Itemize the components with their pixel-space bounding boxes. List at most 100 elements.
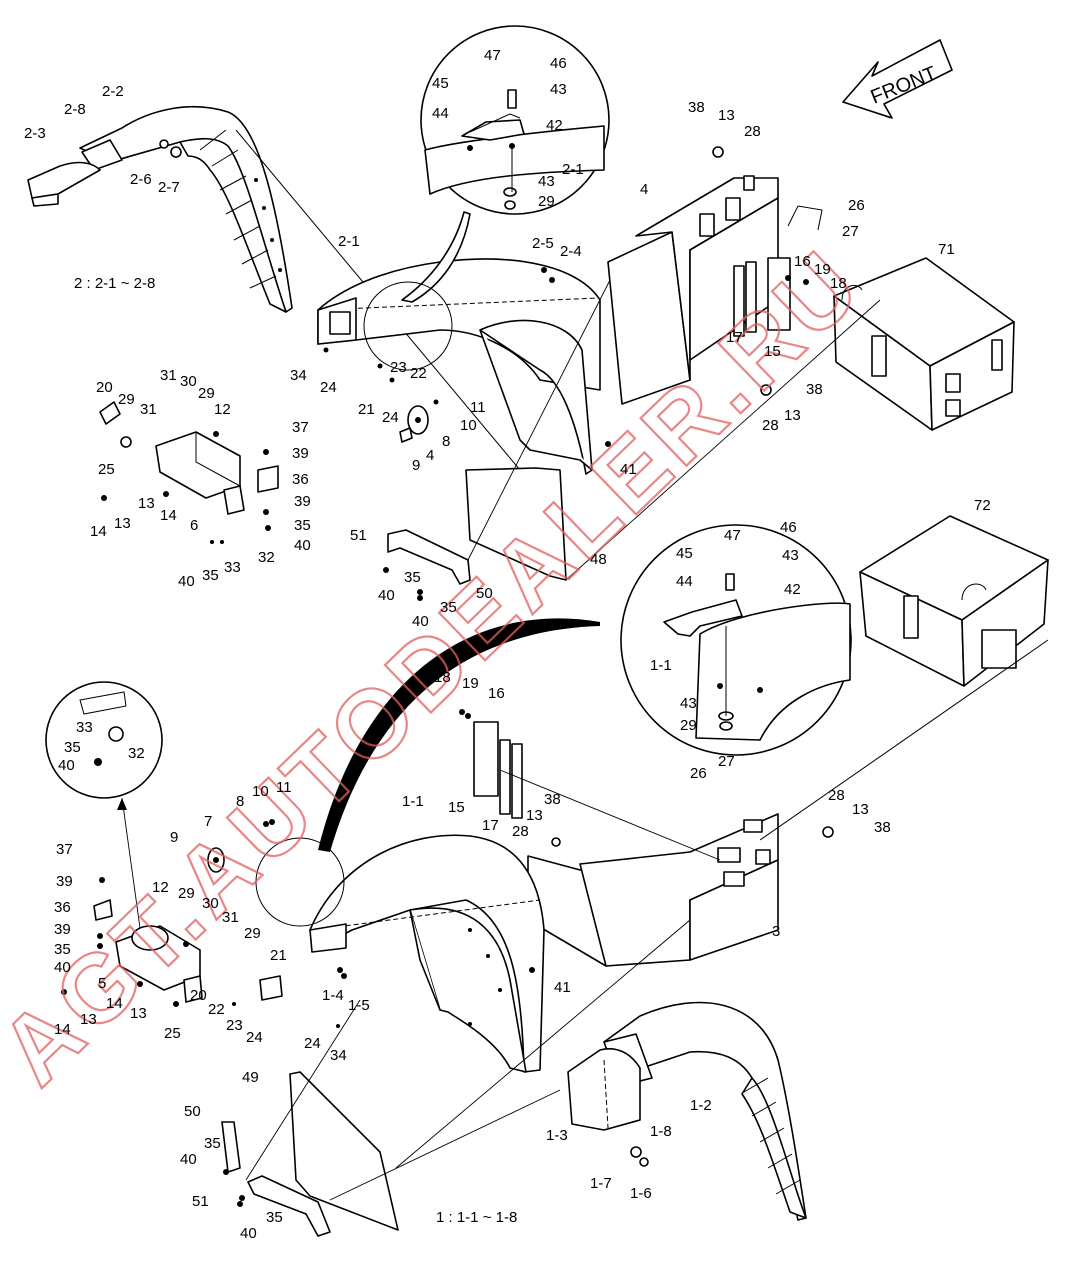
part-label: 47 [484,47,501,64]
part-label: 6 [190,517,198,534]
part-label: 15 [448,799,465,816]
part-label: 38 [544,791,561,808]
part-label: 8 [442,433,450,450]
part-label: 42 [546,117,563,134]
detail-circle-right [620,524,852,756]
part-label: 16 [794,253,811,270]
tool-box-71 [833,257,1015,431]
part-label: 39 [54,921,71,938]
detail-source-lower [255,837,345,927]
part-label: 18 [434,669,451,686]
part-label: 40 [378,587,395,604]
part-label: 41 [620,461,637,478]
part-label: 13 [852,801,869,818]
part-label: 13 [784,407,801,424]
part-label: 27 [842,223,859,240]
plates-15-17-lower [473,721,523,819]
part-label: 16 [488,685,505,702]
part-label: 1-1 [402,793,424,810]
part-label: 40 [294,537,311,554]
part-labels: 2-2 2-8 2-3 2-6 2-7 2-1 2-5 2-4 34 24 21… [24,47,991,1242]
part-label: 26 [690,765,707,782]
part-label: 13 [718,107,735,124]
part-label: 36 [292,471,309,488]
part-label: 49 [242,1069,259,1086]
roller-4-upper [399,405,429,443]
part-label: 28 [828,787,845,804]
plates-15-17-upper [733,257,791,337]
part-label: 21 [270,947,287,964]
group-1-note: 1 : 1-1 ~ 1-8 [436,1209,517,1226]
part-label: 47 [724,527,741,544]
part-label: 36 [54,899,71,916]
part-label: 40 [178,573,195,590]
part-label: 33 [76,719,93,736]
bolts-2-6-2-7 [159,139,182,158]
part-label: 40 [58,757,75,774]
part-label: 33 [224,559,241,576]
part-label: 51 [350,527,367,544]
handle-26-upper [787,205,823,231]
tool-box-72 [859,515,1049,687]
group-2-note: 2 : 2-1 ~ 2-8 [74,275,155,292]
part-label: 24 [246,1029,263,1046]
part-label: 13 [130,1005,147,1022]
leader-box-72 [759,639,1049,841]
part-label: 35 [440,599,457,616]
part-label: 28 [744,123,761,140]
part-label: 12 [152,879,169,896]
part-label: 4 [640,181,648,198]
part-label: 2-8 [64,101,86,118]
part-label: 1-6 [630,1185,652,1202]
part-label: 4 [426,447,434,464]
part-label: 1-8 [650,1123,672,1140]
fender-2-3 [27,161,101,207]
part-label: 28 [512,823,529,840]
fender-2-1 [317,258,601,475]
bracket-3 [527,813,779,967]
part-label: 12 [214,401,231,418]
part-label: 2-5 [532,235,554,252]
part-label: 2-4 [560,243,582,260]
part-label: 38 [806,381,823,398]
detail-arrow-upper [401,211,471,303]
part-label: 29 [198,385,215,402]
part-label: 32 [258,549,275,566]
part-label: 43 [550,81,567,98]
part-label: 20 [96,379,113,396]
part-label: 39 [294,493,311,510]
part-label: 43 [782,547,799,564]
part-label: 22 [208,1001,225,1018]
part-label: 35 [202,567,219,584]
part-label: 29 [538,193,555,210]
part-label: 17 [482,817,499,834]
part-label: 10 [460,417,477,434]
detail-circle-left [45,681,163,799]
part-label: 1-1 [650,657,672,674]
assembly-leaders [245,279,881,1201]
part-label: 43 [538,173,555,190]
bracket-50-lower [221,1121,241,1173]
fender-2-2 [79,106,293,313]
part-label: 39 [56,873,73,890]
part-label: 37 [56,841,73,858]
part-label: 22 [410,365,427,382]
detail-source-upper [363,281,453,371]
part-label: 14 [106,995,123,1012]
part-label: 25 [164,1025,181,1042]
fender-1-3 [567,1048,641,1131]
detail-arrow-lower [318,618,600,852]
part-label: 72 [974,497,991,514]
part-label: 39 [292,445,309,462]
part-label: 10 [252,783,269,800]
part-label: 40 [240,1225,257,1242]
part-label: 40 [54,959,71,976]
part-label: 1-2 [690,1097,712,1114]
part-label: 45 [432,75,449,92]
bracket-5 [93,899,283,1003]
part-label: 35 [294,517,311,534]
fender-1-1 [309,834,545,1073]
part-label: 45 [676,545,693,562]
part-label: 25 [98,461,115,478]
